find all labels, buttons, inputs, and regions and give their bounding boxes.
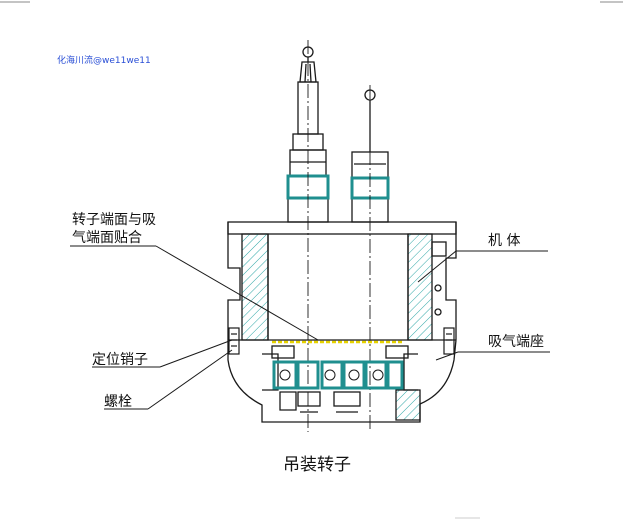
suction-end-seat — [227, 339, 457, 423]
bearings — [272, 360, 404, 390]
label-machine-body: 机 体 — [488, 233, 520, 249]
diagram-caption: 吊装转子 — [283, 455, 351, 475]
label-suction-seat: 吸气端座 — [488, 334, 544, 350]
label-rotor-face-line2: 气端面贴合 — [72, 230, 142, 246]
label-bolt: 螺栓 — [104, 394, 132, 410]
label-locating-pin: 定位销子 — [92, 352, 148, 368]
leader-lines — [70, 245, 550, 410]
center-lines — [307, 40, 371, 432]
machine-body — [227, 221, 457, 341]
right-fasteners — [443, 327, 455, 355]
watermark: 化海川流@we11we11 — [57, 56, 151, 66]
bearing-balls — [279, 369, 384, 381]
label-rotor-face-line1: 转子端面与吸 — [72, 212, 156, 228]
